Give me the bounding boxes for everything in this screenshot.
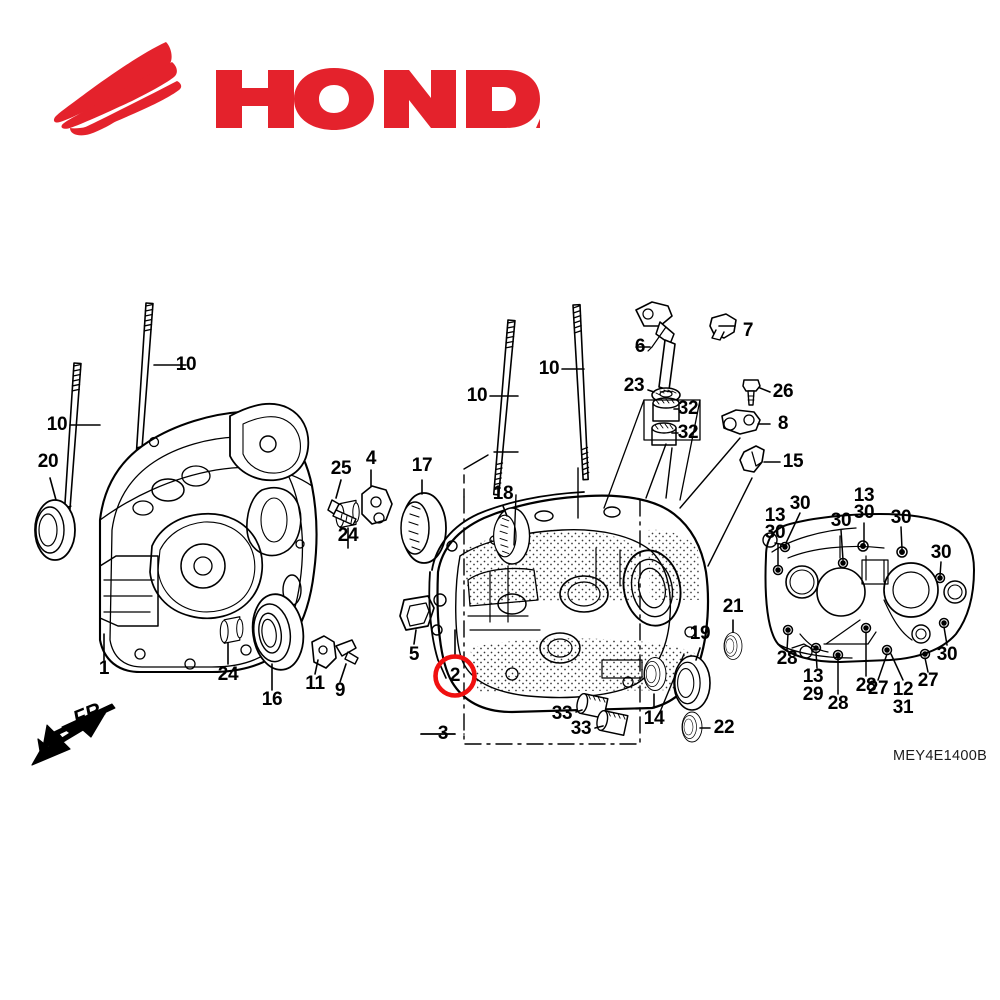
part-reference-code: MEY4E1400B [893, 748, 988, 764]
crankcase-cover-assembly [762, 512, 975, 695]
highlight-circle-item-2 [433, 654, 477, 698]
front-direction-arrow-icon [31, 703, 116, 766]
right-crankcase-assembly [399, 301, 781, 745]
left-crankcase-assembly [31, 302, 393, 766]
